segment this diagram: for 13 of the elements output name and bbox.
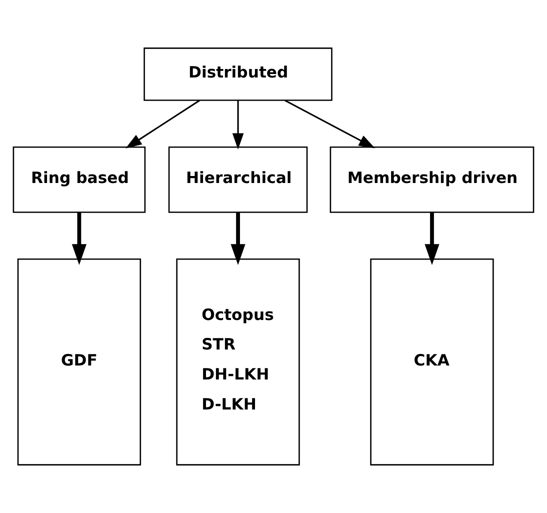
- node-box: Hierarchical: [168, 146, 308, 213]
- arrow: [230, 212, 246, 266]
- arrow: [232, 100, 244, 150]
- arrow: [72, 212, 87, 266]
- arrow: [284, 100, 376, 148]
- node-box: CKA: [370, 258, 494, 466]
- arrow: [424, 212, 440, 266]
- node-box: Ring based: [12, 146, 146, 213]
- node-box: Membership driven: [330, 146, 534, 213]
- node-box: GDF: [17, 258, 142, 466]
- node-box: Octopus STR DH-LKH D-LKH: [176, 258, 300, 466]
- arrow: [126, 100, 200, 148]
- node-box: Distributed: [144, 48, 332, 101]
